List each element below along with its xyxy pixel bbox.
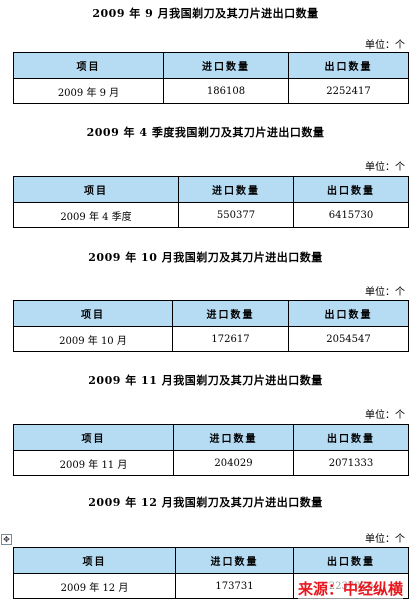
table-header-row: 项目 进口数量 出口数量 [13,52,409,79]
cell-import: 186108 [163,78,289,104]
header-item: 项目 [13,52,164,79]
table-row: 2009 年 10 月 172617 2054547 [13,326,409,352]
cell-period: 2009 年 11 月 [13,450,174,476]
table-header-row: 项目 进口数量 出口数量 [13,424,409,451]
table-row: 2009 年 4 季度 550377 6415730 [13,202,409,228]
header-export: 出口数量 [293,547,409,574]
header-export: 出口数量 [288,300,409,327]
section-4-table: 项目 进口数量 出口数量 2009 年 11 月 204029 2071333 [13,424,409,476]
table-header-row: 项目 进口数量 出口数量 [13,300,409,327]
header-import: 进口数量 [175,547,294,574]
section-1-table: 项目 进口数量 出口数量 2009 年 9 月 186108 2252417 [13,52,409,104]
section-5-unit: 单位：个 [365,534,405,545]
cell-import: 204029 [173,450,294,476]
cell-import: 172617 [172,326,289,352]
section-1-unit: 单位：个 [365,40,405,51]
table-header-row: 项目 进口数量 出口数量 [13,547,409,574]
table-header-row: 项目 进口数量 出口数量 [13,176,409,203]
header-import: 进口数量 [163,52,289,79]
header-item: 项目 [13,176,179,203]
cell-export: 2054547 [288,326,409,352]
cell-period: 2009 年 9 月 [13,78,164,104]
header-import: 进口数量 [173,424,294,451]
section-3-title: 2009 年 10 月我国剃刀及其刀片进出口数量 [88,251,323,264]
cell-export: 2071333 [293,450,409,476]
section-3-unit: 单位：个 [365,287,405,298]
cell-export: 6415730 [293,202,409,228]
header-import: 进口数量 [172,300,289,327]
header-export: 出口数量 [293,176,409,203]
section-5-title: 2009 年 12 月我国剃刀及其刀片进出口数量 [88,496,323,509]
section-4-unit: 单位：个 [365,410,405,421]
section-2-title: 2009 年 4 季度我国剃刀及其刀片进出口数量 [86,126,325,139]
cell-period: 2009 年 4 季度 [13,202,179,228]
header-item: 项目 [13,424,174,451]
table-move-handle-icon[interactable]: ✥ [1,534,12,545]
cell-export: 2252417 [288,78,409,104]
cell-import: 550377 [178,202,294,228]
section-3-table: 项目 进口数量 出口数量 2009 年 10 月 172617 2054547 [13,300,409,352]
section-4-title: 2009 年 11 月我国剃刀及其刀片进出口数量 [88,374,323,387]
table-row: 2009 年 9 月 186108 2252417 [13,78,409,104]
table-row: 2009 年 11 月 204029 2071333 [13,450,409,476]
cell-period: 2009 年 10 月 [13,326,173,352]
cell-period: 2009 年 12 月 [13,573,176,599]
header-export: 出口数量 [293,424,409,451]
section-1-title: 2009 年 9 月我国剃刀及其刀片进出口数量 [92,7,319,20]
section-2-unit: 单位：个 [365,162,405,173]
source-watermark: 来源：中经纵横 [297,578,403,599]
header-import: 进口数量 [178,176,294,203]
section-5-table: 项目 进口数量 出口数量 2009 年 12 月 173731 2237070 [13,547,409,599]
header-item: 项目 [13,300,173,327]
section-2-table: 项目 进口数量 出口数量 2009 年 4 季度 550377 6415730 [13,176,409,228]
header-export: 出口数量 [288,52,409,79]
header-item: 项目 [13,547,176,574]
cell-import: 173731 [175,573,294,599]
